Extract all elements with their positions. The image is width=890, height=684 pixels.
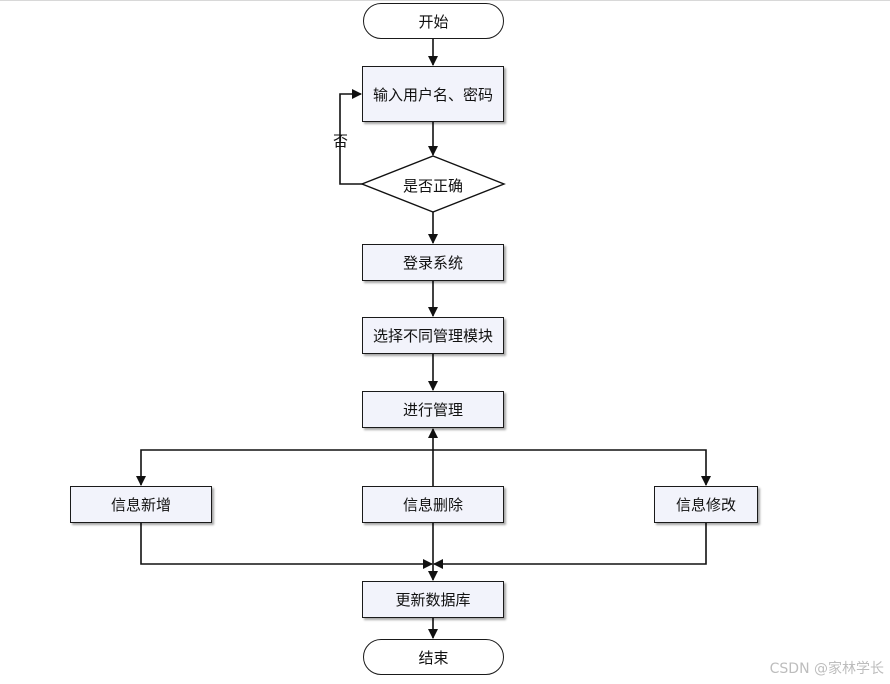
decision-diamond — [360, 155, 506, 213]
modify-info-box: 信息修改 — [654, 486, 758, 523]
delete-info-box: 信息删除 — [362, 486, 504, 523]
select-module-box: 选择不同管理模块 — [362, 317, 504, 354]
top-border — [0, 0, 890, 1]
login-label: 登录系统 — [402, 254, 463, 272]
select-module-label: 选择不同管理模块 — [372, 327, 493, 345]
manage-box: 进行管理 — [362, 391, 504, 428]
login-box: 登录系统 — [362, 244, 504, 281]
decision-label: 是否正确 — [402, 177, 464, 195]
edge-branch-add — [136, 449, 433, 486]
edge-modify-update — [433, 523, 707, 569]
edge-branch-modify — [433, 449, 711, 486]
manage-label: 进行管理 — [402, 401, 463, 419]
edge-check-no-loop — [339, 89, 363, 185]
edge-add-update — [140, 523, 433, 569]
start-terminal: 开始 — [363, 3, 504, 39]
no-edge-label: 否 — [333, 132, 349, 150]
delete-info-label: 信息删除 — [402, 496, 463, 514]
update-db-box: 更新数据库 — [362, 581, 504, 618]
end-label: 结束 — [418, 648, 449, 667]
update-db-label: 更新数据库 — [395, 591, 471, 609]
add-info-label: 信息新增 — [110, 496, 171, 514]
input-credentials-label: 输入用户名、密码 — [372, 85, 493, 104]
add-info-box: 信息新增 — [70, 486, 212, 523]
end-terminal: 结束 — [363, 639, 504, 675]
modify-info-label: 信息修改 — [675, 496, 736, 514]
input-credentials-box: 输入用户名、密码 — [362, 66, 504, 122]
watermark: CSDN @家林学长 — [769, 661, 884, 677]
start-label: 开始 — [418, 12, 449, 31]
